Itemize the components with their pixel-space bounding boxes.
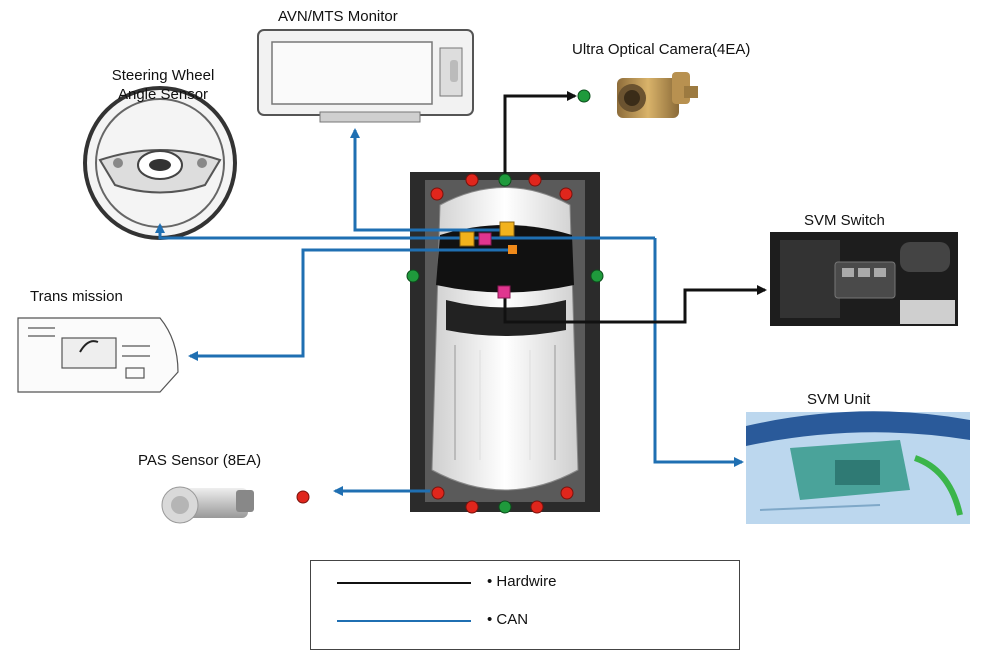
sensor-dot [530,500,544,514]
sensor-dot [431,486,445,500]
camera-label: Ultra Optical Camera(4EA) [572,41,751,58]
camera-image [617,72,698,118]
legend-hardwire-text: • Hardwire [487,573,557,590]
can-line-monitor [350,128,505,232]
controller-nodes [459,221,517,299]
legend: • Hardwire • CAN [310,560,740,650]
pas-sensor-image [161,486,254,524]
hardwire-lines [503,91,767,324]
legend-row-can: • CAN [311,609,739,633]
sensor-dot [296,490,310,504]
sensor-dot [560,486,574,500]
transmission-label: Trans mission [30,288,123,305]
camera-dot [590,269,604,283]
sensor-dot [430,187,444,201]
steering-label-line1: Steering Wheel [111,67,215,84]
svm-unit-image [746,411,970,524]
legend-can-line [337,620,471,622]
hardwire-line-switch [503,285,767,324]
controller-node [499,221,515,237]
legend-hardwire-line [337,582,471,584]
controller-node [459,231,475,247]
camera-dot [498,500,512,514]
sensor-dot [465,173,479,187]
camera-dot [498,173,512,187]
steering-wheel-image [83,86,237,240]
sensor-dot [559,187,573,201]
switch-node [497,285,511,299]
legend-row-hardwire: • Hardwire [311,571,739,595]
hardwire-line-camera [503,91,577,175]
sensor-dots [296,173,574,514]
camera-dots [406,89,604,514]
can-line-svm-unit [653,238,744,467]
legend-can-text: • CAN [487,611,529,628]
camera-dot [577,89,591,103]
camera-dot [406,269,420,283]
sensor-dot [528,173,542,187]
svm-switch-image [770,232,958,326]
svm-switch-label: SVM Switch [804,212,885,229]
tcu-node [508,245,517,254]
sensor-dot [465,500,479,514]
switch-node [478,232,492,246]
can-lines [155,128,744,496]
can-line-transmission [188,248,512,361]
monitor-label: AVN/MTS Monitor [278,8,398,25]
steering-label-line2: Angle Sensor [117,86,209,103]
transmission-image [17,317,179,393]
svm-unit-label: SVM Unit [807,391,871,408]
avn-monitor-image [257,29,474,123]
pas-sensor-label: PAS Sensor (8EA) [138,452,262,469]
